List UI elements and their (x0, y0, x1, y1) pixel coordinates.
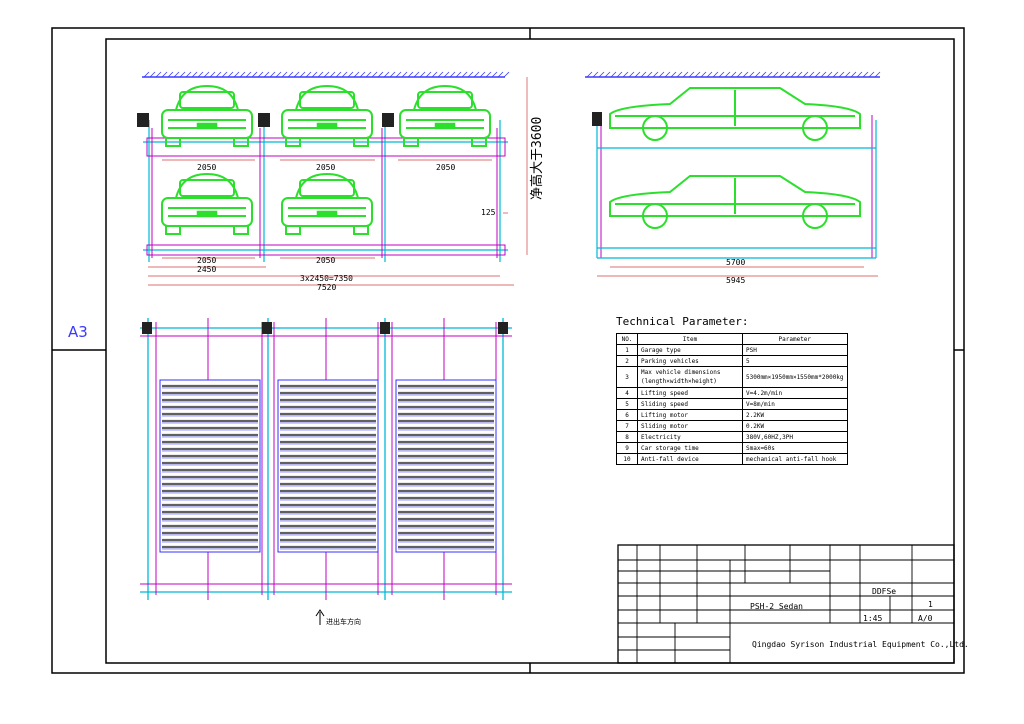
front-elevation: 2050 2050 2050 2050 2050 2450 3x2450=735… (137, 71, 545, 292)
row-no: 7 (616, 420, 638, 432)
title-company: Qingdao Syrison Industrial Equipment Co.… (752, 640, 969, 649)
row-no: 8 (616, 431, 638, 443)
side-cars (609, 87, 861, 229)
dim-bay-3: 2050 (436, 163, 455, 172)
title-sheet: 1 (928, 600, 933, 609)
row-item: Sliding motor (637, 420, 743, 432)
ceiling-hatch (143, 71, 510, 78)
dim-overall-width: 7520 (317, 283, 336, 292)
row-item: Garage type (637, 344, 743, 356)
row-no: 6 (616, 409, 638, 421)
dim-height: 净高大于3600 (529, 117, 545, 200)
row-no: 2 (616, 355, 638, 367)
dim-bay-4: 2050 (197, 256, 216, 265)
row-no: 9 (616, 442, 638, 454)
title-scale: 1:45 (863, 614, 882, 623)
title-revision: A/0 (918, 614, 933, 623)
car-front-view (281, 172, 373, 235)
row-param: 5300mm×1950mm×1550mm*2000kg (742, 366, 848, 388)
dim-total-pitch: 3x2450=7350 (300, 274, 353, 283)
row-param: 380V,60HZ,3PH (742, 431, 848, 443)
row-item: Lifting speed (637, 387, 743, 399)
car-side-view (609, 87, 861, 141)
pallet (277, 379, 379, 553)
row-no: 4 (616, 387, 638, 399)
car-front-view (399, 84, 491, 147)
row-no: 5 (616, 398, 638, 410)
row-item: Anti-fall device (637, 453, 743, 465)
dim-pitch: 2450 (197, 265, 216, 274)
row-item: Electricity (637, 431, 743, 443)
dim-bay-1: 2050 (197, 163, 216, 172)
row-item: Car storage time (637, 442, 743, 454)
row-param: 2.2KW (742, 409, 848, 421)
dim-bay-5: 2050 (316, 256, 335, 265)
header-param: Parameter (742, 333, 848, 345)
technical-title: Technical Parameter: (616, 315, 749, 328)
row-param: Smax=60s (742, 442, 848, 454)
dim-side-outer: 5945 (726, 276, 745, 285)
row-param: V=8m/min (742, 398, 848, 410)
row-item: Lifting motor (637, 409, 743, 421)
row-item: Max vehicle dimensions (length×width×hei… (637, 366, 743, 388)
row-param: mechanical anti-fall hook (742, 453, 848, 465)
pallet (159, 379, 261, 553)
side-ceiling-hatch (586, 71, 881, 78)
title-drawing-no: DDFSe (872, 587, 896, 596)
car-side-view (609, 175, 861, 229)
header-item: Item (637, 333, 743, 345)
title-model: PSH-2 Sedan (750, 602, 803, 611)
upper-cars (161, 84, 491, 147)
lower-cars (161, 172, 373, 235)
technical-header-row: NO. Item Parameter (616, 333, 848, 345)
dim-bay-2: 2050 (316, 163, 335, 172)
header-no: NO. (616, 333, 638, 345)
row-no: 3 (616, 366, 638, 388)
row-param: PSH (742, 344, 848, 356)
pallet (395, 379, 497, 553)
entry-direction-label: 进出车方向 (326, 617, 361, 626)
car-front-view (281, 84, 373, 147)
row-param: 5 (742, 355, 848, 367)
dim-side-inner: 5700 (726, 258, 745, 267)
entry-arrow-icon (315, 609, 325, 625)
row-item: Parking vehicles (637, 355, 743, 367)
car-front-view (161, 84, 253, 147)
sheet-size-label: A3 (68, 323, 88, 341)
row-no: 10 (616, 453, 638, 465)
car-front-view (161, 172, 253, 235)
row-item: Sliding speed (637, 398, 743, 410)
title-block (617, 544, 955, 664)
pallets (159, 379, 497, 553)
side-elevation: 5700 5945 (585, 71, 881, 285)
row-no: 1 (616, 344, 638, 356)
row-param: V=4.2m/min (742, 387, 848, 399)
dim-beam-offset: 125 (481, 208, 496, 217)
row-param: 0.2KW (742, 420, 848, 432)
plan-view: 进出车方向 (140, 318, 512, 626)
